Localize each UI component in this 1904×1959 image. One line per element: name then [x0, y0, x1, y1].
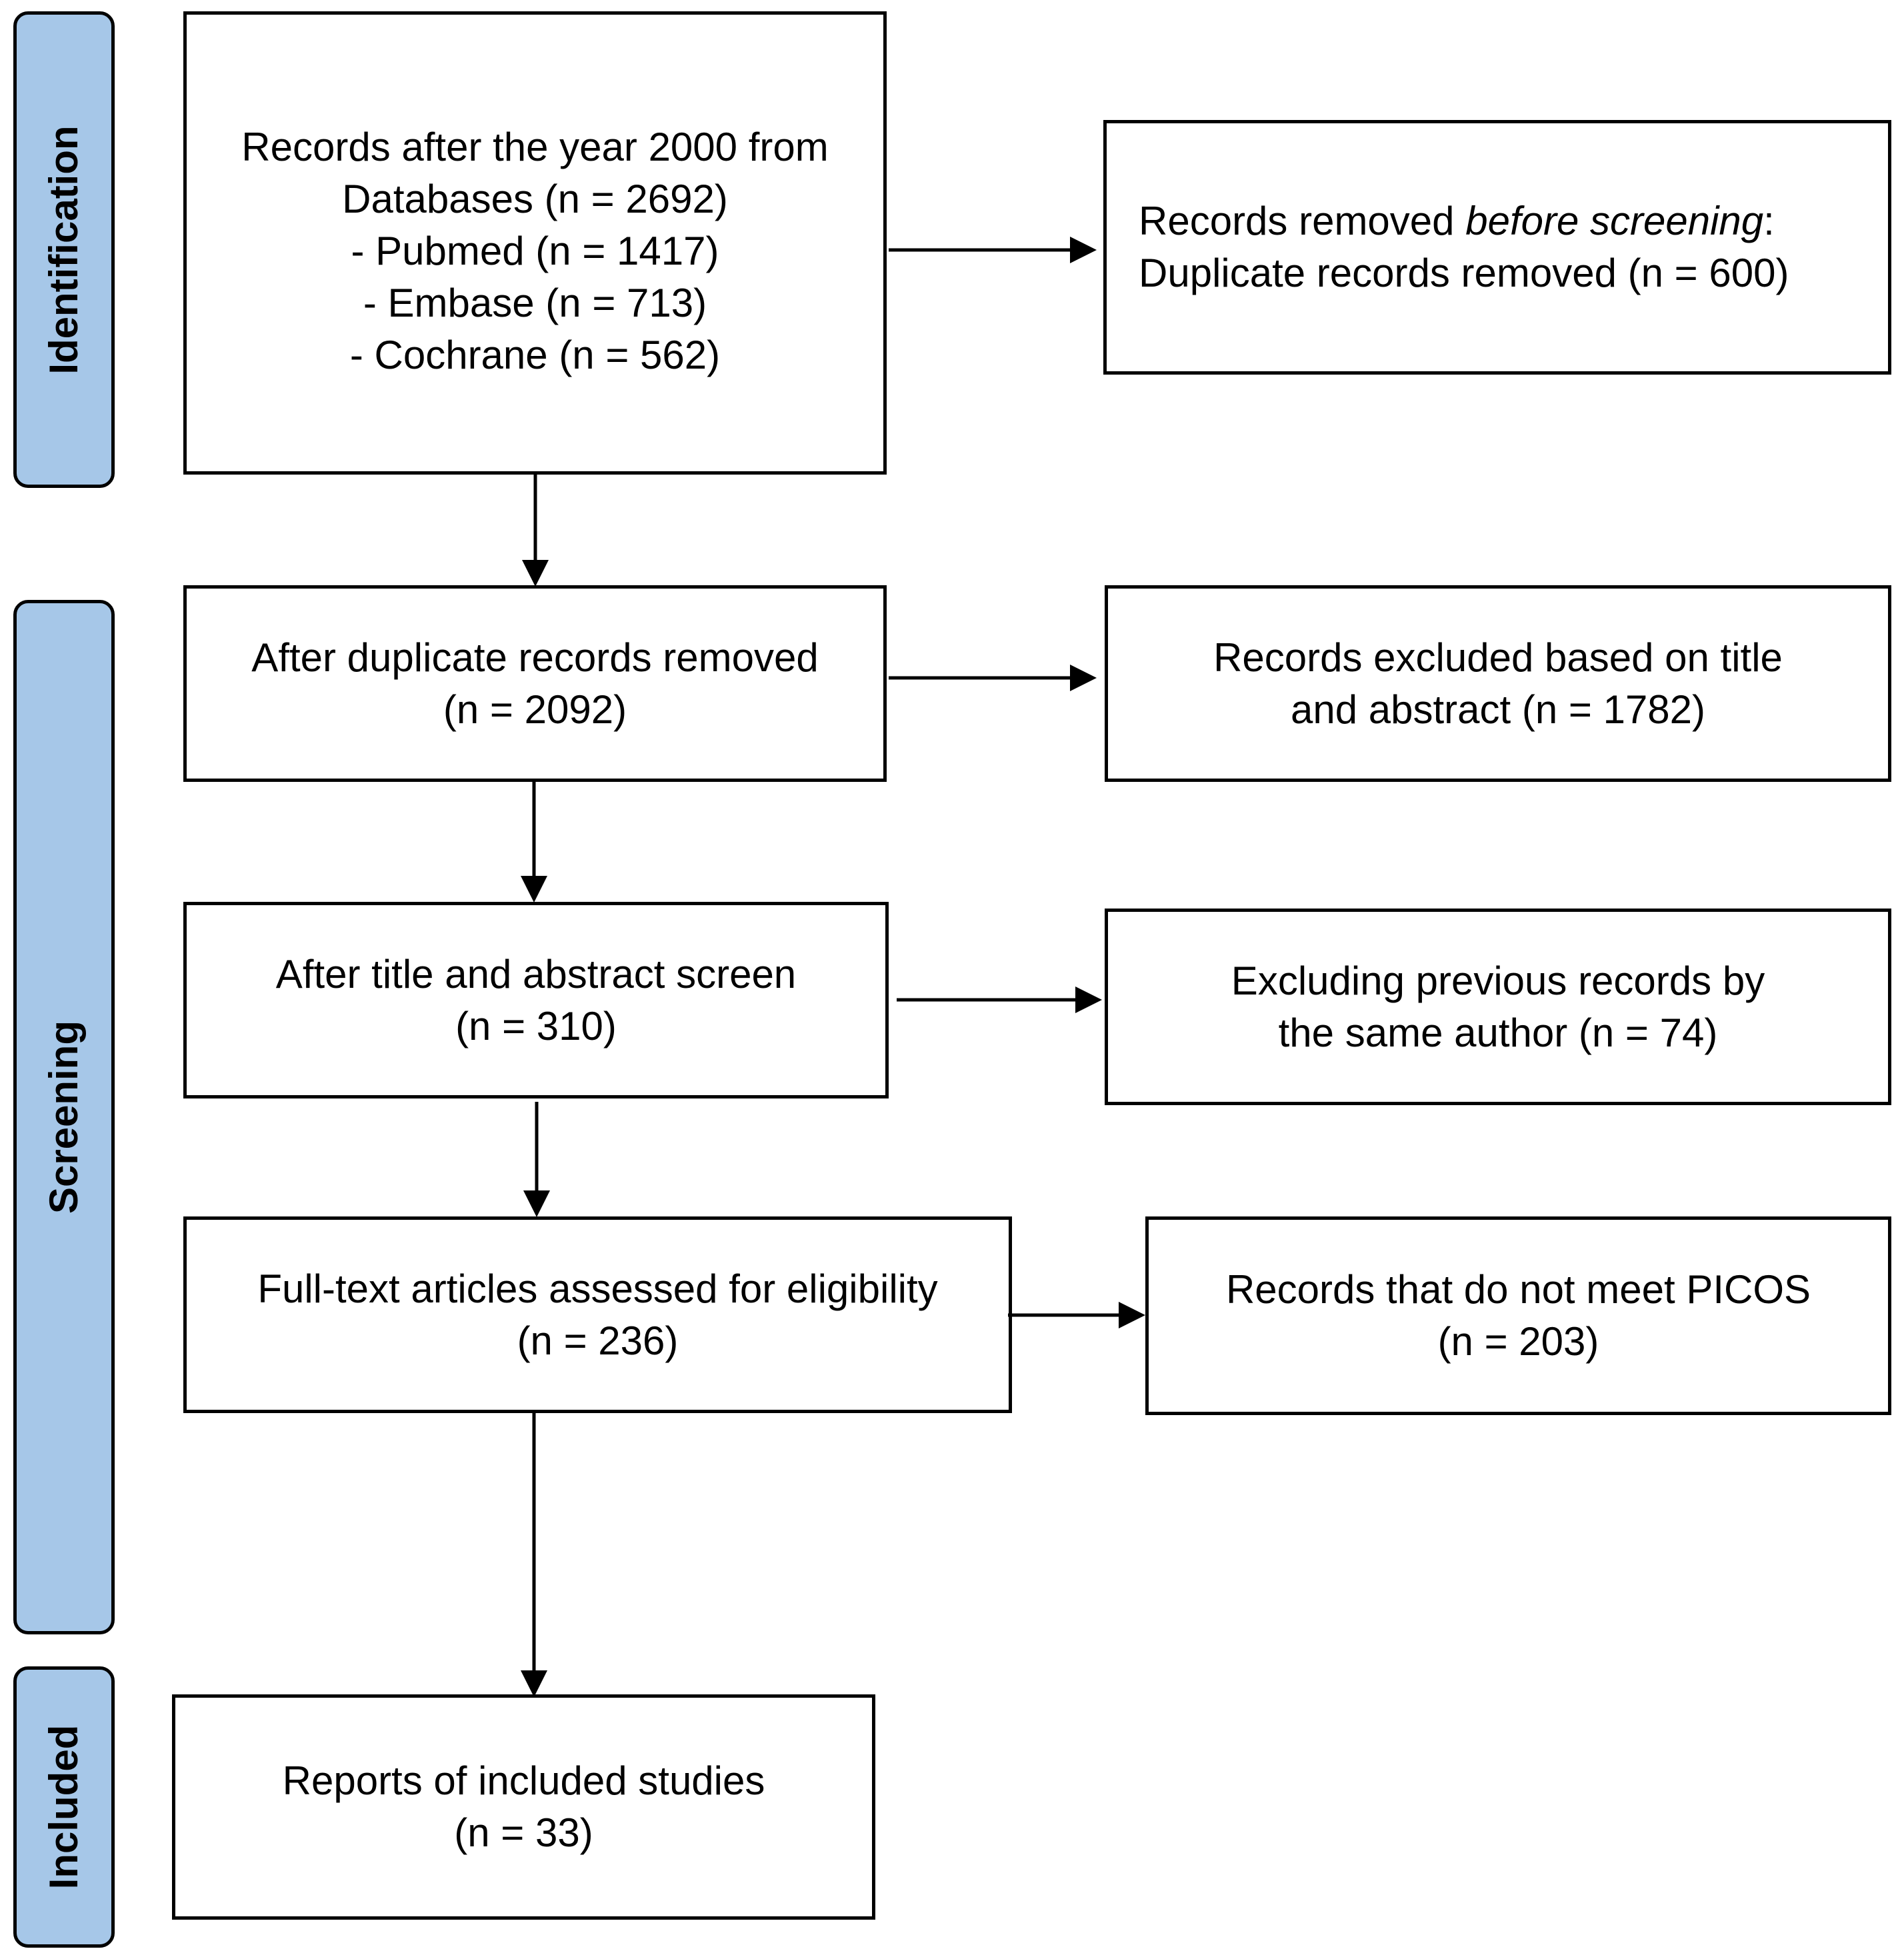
- arrowhead-down-1: [522, 560, 549, 587]
- phase-included: Included: [13, 1666, 115, 1948]
- after-title-abstract-line1: After title and abstract screen: [275, 951, 797, 996]
- not-picos-count: (n = 203): [1437, 1319, 1599, 1364]
- removed-prefix: Records removed: [1139, 199, 1466, 243]
- excluded-same-author-line1: Excluding previous records by: [1231, 958, 1765, 1003]
- removed-before-screening-box: Records removed before screening: Duplic…: [1103, 120, 1891, 375]
- arrowhead-down-3: [523, 1190, 550, 1217]
- after-title-abstract-box: After title and abstract screen (n = 310…: [183, 902, 889, 1098]
- full-text-count: (n = 236): [517, 1318, 679, 1363]
- excluded-title-abstract-line1: Records excluded based on title: [1213, 635, 1783, 680]
- full-text-box: Full-text articles assessed for eligibil…: [183, 1216, 1012, 1413]
- excluded-title-abstract-box: Records excluded based on title and abst…: [1105, 585, 1891, 782]
- after-duplicates-count: (n = 2092): [443, 687, 627, 732]
- excluded-same-author-line2: the same author (n = 74): [1278, 1010, 1718, 1055]
- removed-before-screening-line1: Records removed before screening:: [1139, 195, 1775, 247]
- excluded-same-author-box: Excluding previous records by the same a…: [1105, 909, 1891, 1105]
- phase-screening-label: Screening: [41, 1020, 86, 1214]
- after-duplicates-box: After duplicate records removed (n = 209…: [183, 585, 887, 782]
- records-databases-pubmed: - Pubmed (n = 1417): [351, 229, 719, 273]
- arrowhead-right-1: [1070, 237, 1097, 263]
- removed-before-screening-line2: Duplicate records removed (n = 600): [1139, 251, 1789, 295]
- phase-identification-label: Identification: [41, 125, 86, 375]
- phase-screening: Screening: [13, 600, 115, 1634]
- included-studies-box: Reports of included studies (n = 33): [172, 1694, 875, 1920]
- records-databases-box: Records after the year 2000 from Databas…: [183, 11, 887, 475]
- removed-suffix: :: [1763, 199, 1775, 243]
- excluded-title-abstract-line2: and abstract (n = 1782): [1290, 687, 1706, 732]
- phase-identification: Identification: [13, 11, 115, 488]
- arrowhead-down-2: [521, 876, 547, 903]
- arrowhead-right-2: [1070, 665, 1097, 691]
- arrowhead-right-4: [1119, 1302, 1145, 1328]
- included-studies-count: (n = 33): [454, 1810, 593, 1855]
- after-duplicates-line1: After duplicate records removed: [251, 635, 819, 680]
- not-picos-line1: Records that do not meet PICOS: [1225, 1267, 1811, 1312]
- removed-emphasis: before screening: [1465, 199, 1764, 243]
- records-databases-embase: - Embase (n = 713): [363, 281, 707, 325]
- included-studies-line1: Reports of included studies: [282, 1758, 765, 1803]
- after-title-abstract-count: (n = 310): [455, 1003, 617, 1048]
- records-databases-cochrane: - Cochrane (n = 562): [349, 333, 721, 377]
- full-text-line1: Full-text articles assessed for eligibil…: [257, 1266, 938, 1311]
- arrowhead-right-3: [1075, 986, 1102, 1013]
- records-databases-line2: Databases (n = 2692): [342, 177, 728, 221]
- arrowhead-down-4: [521, 1670, 547, 1697]
- phase-included-label: Included: [41, 1724, 86, 1890]
- records-databases-line1: Records after the year 2000 from: [241, 125, 829, 169]
- not-picos-box: Records that do not meet PICOS (n = 203): [1145, 1216, 1891, 1415]
